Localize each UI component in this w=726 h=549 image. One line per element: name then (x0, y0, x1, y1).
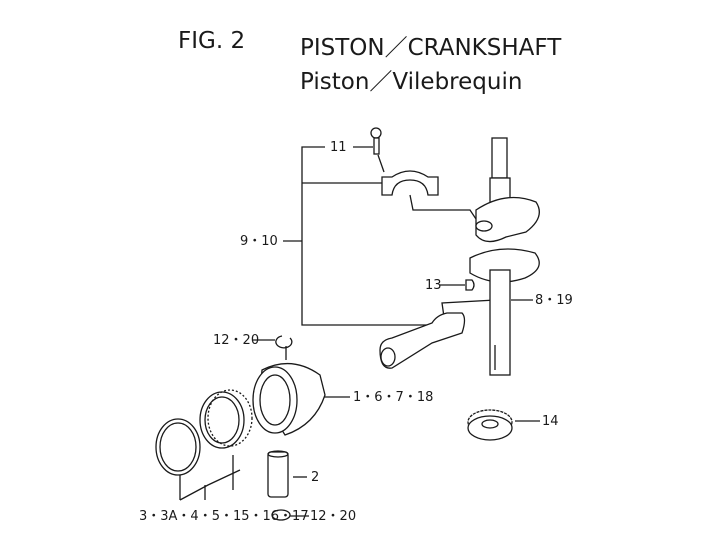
callout-bolt: 11 (330, 140, 347, 155)
callout-rings: 3・3A・4・5・15・16・17 (139, 509, 309, 524)
gear-part (467, 409, 513, 441)
figure-title-french: Piston／Vilebrequin (300, 69, 523, 95)
figure-title-english: PISTON／CRANKSHAFT (300, 35, 562, 61)
callout-clip-top: 12・20 (213, 333, 260, 348)
circlip-bottom-part (271, 509, 291, 521)
piston-pin-part (267, 450, 289, 498)
callout-crankshaft: 8・19 (535, 293, 573, 308)
crankshaft-part (469, 137, 540, 376)
connecting-rod-part (379, 312, 466, 369)
piston-part (252, 362, 326, 436)
leader-lines (179, 146, 540, 517)
callout-key: 13 (425, 278, 442, 293)
circlip-top-part (275, 335, 293, 349)
callout-piston: 1・6・7・18 (353, 390, 434, 405)
callout-pin: 2 (311, 470, 320, 485)
key-part (465, 279, 475, 291)
figure-number: FIG. 2 (178, 28, 246, 54)
piston-rings-part (155, 389, 253, 476)
callout-gear: 14 (542, 414, 559, 429)
callout-conrod-group: 9・10 (240, 234, 278, 249)
rod-cap-part (381, 170, 439, 196)
bolt-part (370, 127, 385, 173)
callout-clip-bottom: 12・20 (310, 509, 357, 524)
